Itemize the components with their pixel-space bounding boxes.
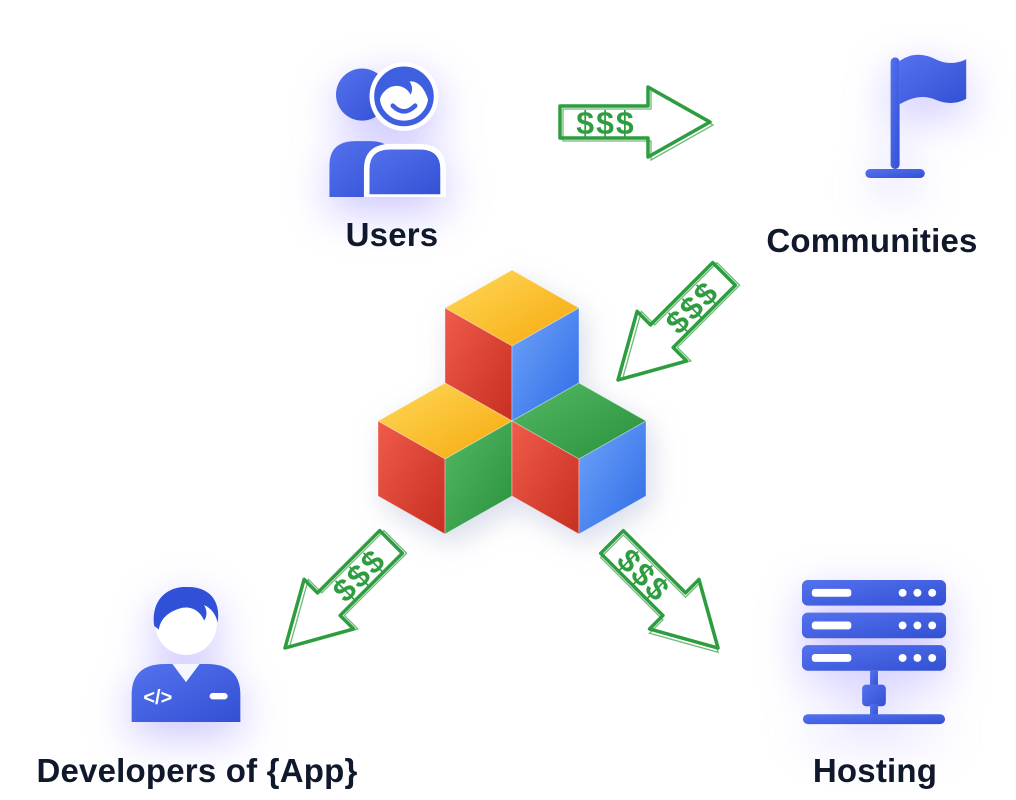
flag-icon [865,54,967,178]
flow-users-to-communities: $$$ [558,85,715,162]
servers-icon-shapes [801,580,947,725]
users-icon-shapes [329,61,446,197]
users-label: Users [345,216,439,253]
flow-product-to-hosting: $$$ [598,528,720,654]
developer-icon-shapes: </> [131,586,241,722]
developer-icon: </> [131,586,241,722]
flow-communities-to-product: $$$ [616,260,741,382]
hosting-label: Hosting [812,752,938,789]
code-badge: </> [143,687,172,709]
developers-label: Developers of {App} [36,752,358,789]
communities-label: Communities [766,222,978,259]
dash-badge [209,693,228,700]
dollar-label: $$$ [576,105,635,141]
servers-icon [801,580,947,725]
flow-product-to-developers: $$$ [283,528,408,650]
isometric-cubes-icon [377,269,647,535]
flag-icon-shapes [865,54,967,178]
users-icon [329,61,446,197]
